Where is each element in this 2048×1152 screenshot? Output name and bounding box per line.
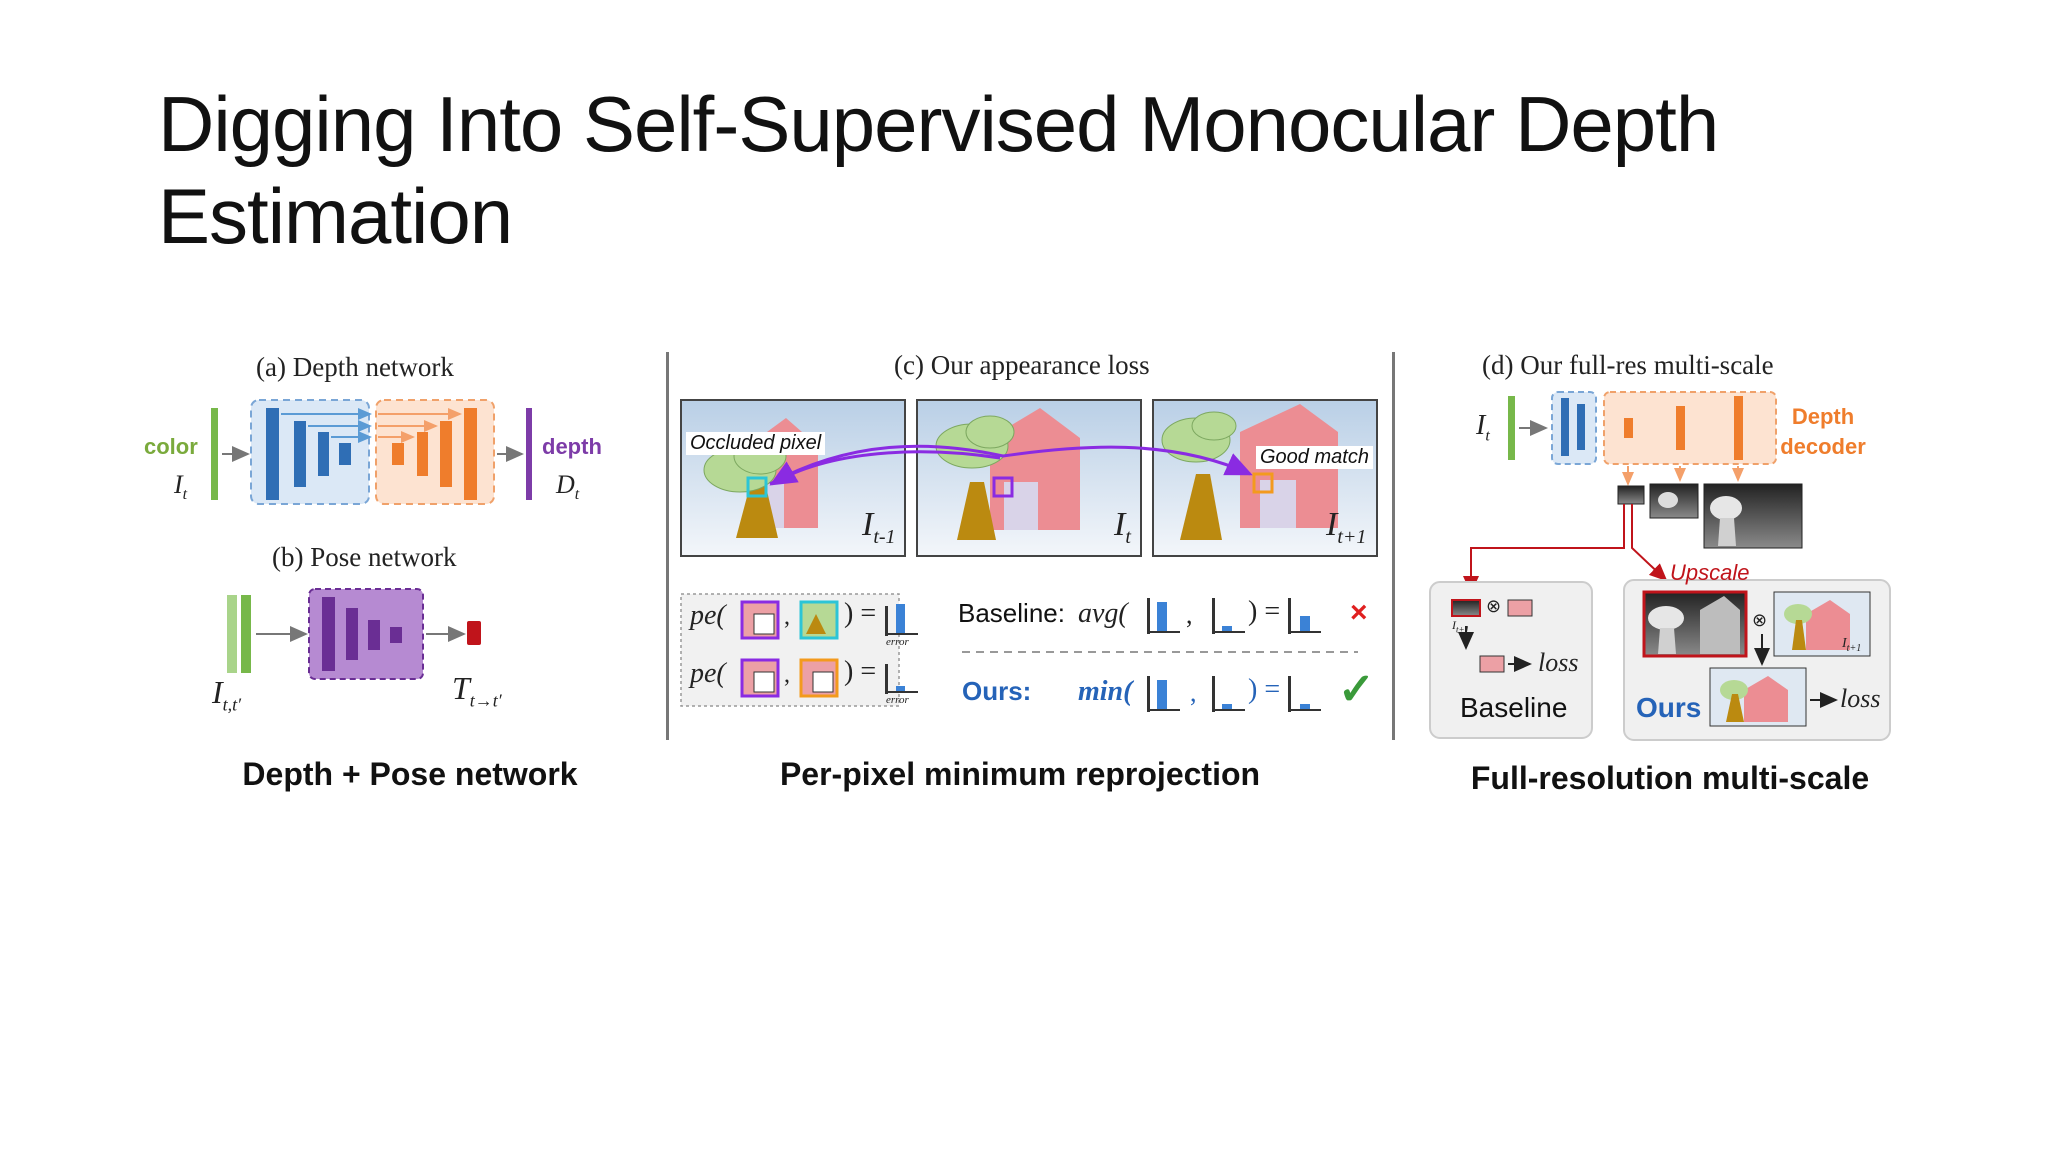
slide-title-line2: Estimation bbox=[158, 172, 513, 260]
slide-title: Digging Into Self-Supervised Monocular D… bbox=[158, 78, 1958, 262]
appearance-loss-title: (c) Our appearance loss bbox=[894, 350, 1150, 380]
baseline-label-d: Baseline bbox=[1460, 692, 1568, 723]
upscale-label: Upscale bbox=[1670, 560, 1750, 585]
decoder-layer bbox=[417, 432, 428, 476]
multi-scale-title: (d) Our full-res multi-scale bbox=[1482, 350, 1774, 380]
ours-check-mark: ✓ bbox=[1338, 665, 1375, 714]
decoder-layer bbox=[440, 421, 452, 487]
baseline-loss-label: loss bbox=[1538, 648, 1579, 677]
input-image-symbol: It bbox=[174, 470, 188, 504]
multi-scale-diagram bbox=[1429, 391, 1891, 741]
correspondence-arrow bbox=[769, 444, 1253, 486]
pose-input-symbol: It,t′ bbox=[212, 674, 242, 715]
baseline-avg-function: avg( bbox=[1078, 598, 1128, 629]
color-input-bar bbox=[211, 408, 218, 500]
ours-label-d: Ours bbox=[1636, 692, 1702, 723]
occluded-pixel-marker bbox=[746, 476, 768, 498]
slide-title-line1: Digging Into Self-Supervised Monocular D… bbox=[158, 80, 1719, 168]
baseline-equation-label: Baseline: bbox=[958, 598, 1065, 628]
baseline-cross-mark: × bbox=[1350, 596, 1368, 629]
decoder-layer bbox=[464, 408, 477, 500]
pose-input-bar bbox=[241, 595, 251, 673]
good-match-label: Good match bbox=[1256, 446, 1373, 469]
frame-label-t: It bbox=[1114, 506, 1131, 548]
encoder-layer bbox=[339, 443, 351, 465]
ours-equation-label: Ours: bbox=[962, 676, 1032, 706]
divider-left bbox=[666, 352, 669, 740]
baseline-box bbox=[1429, 581, 1593, 739]
depth-output-label: depth bbox=[542, 434, 602, 459]
encoder-layer bbox=[266, 408, 279, 500]
color-input-label: color bbox=[144, 434, 198, 459]
caption-depth-pose: Depth + Pose network bbox=[242, 756, 578, 792]
pe-function-2: pe( bbox=[690, 658, 726, 689]
depth-network-diagram bbox=[211, 399, 532, 505]
depth-network-title: (a) Depth network bbox=[256, 352, 454, 382]
occluded-pixel-label: Occluded pixel bbox=[686, 432, 826, 455]
pose-input-bar bbox=[227, 595, 237, 673]
frame-label-t-minus-1: It-1 bbox=[862, 506, 896, 548]
encoder-box-d bbox=[1551, 391, 1597, 465]
depth-map-small bbox=[1617, 485, 1645, 505]
otimes-symbol-ours: ⊗ bbox=[1752, 610, 1768, 630]
frame-label-t-plus-1: It+1 bbox=[1326, 506, 1367, 548]
pose-network-title: (b) Pose network bbox=[272, 542, 457, 572]
pe-function-1: pe( bbox=[690, 600, 726, 631]
caption-full-resolution: Full-resolution multi-scale bbox=[1470, 760, 1870, 796]
frame-t bbox=[916, 399, 1142, 557]
pose-output-square bbox=[467, 621, 481, 645]
ours-loss-label: loss bbox=[1840, 684, 1881, 713]
reference-pixel-marker bbox=[992, 476, 1014, 498]
divider-right bbox=[1392, 352, 1395, 740]
decoder-layer bbox=[392, 443, 404, 465]
ours-frame-symbol: It+1 bbox=[1842, 636, 1862, 654]
pe-box bbox=[680, 593, 900, 707]
decoder-box-d bbox=[1603, 391, 1777, 465]
encoder-layer bbox=[318, 432, 329, 476]
depth-output-bar bbox=[526, 408, 532, 500]
input-image-symbol-d: It bbox=[1476, 410, 1490, 445]
depth-output-symbol: Dt bbox=[556, 470, 580, 504]
pose-network-diagram bbox=[227, 588, 481, 680]
error-label-2: error bbox=[886, 694, 909, 706]
pose-box bbox=[308, 588, 424, 680]
appearance-loss-diagram bbox=[680, 399, 1378, 712]
otimes-symbol-baseline: ⊗ bbox=[1486, 596, 1502, 616]
pose-output-symbol: Tt→t′ bbox=[452, 670, 502, 711]
error-label-1: error bbox=[886, 636, 909, 648]
ours-min-function: min( bbox=[1078, 676, 1133, 707]
baseline-frame-symbol: It+1 bbox=[1452, 618, 1470, 635]
encoder-layer bbox=[294, 421, 306, 487]
caption-min-reprojection: Per-pixel minimum reprojection bbox=[779, 756, 1261, 792]
good-match-marker bbox=[1252, 472, 1274, 494]
